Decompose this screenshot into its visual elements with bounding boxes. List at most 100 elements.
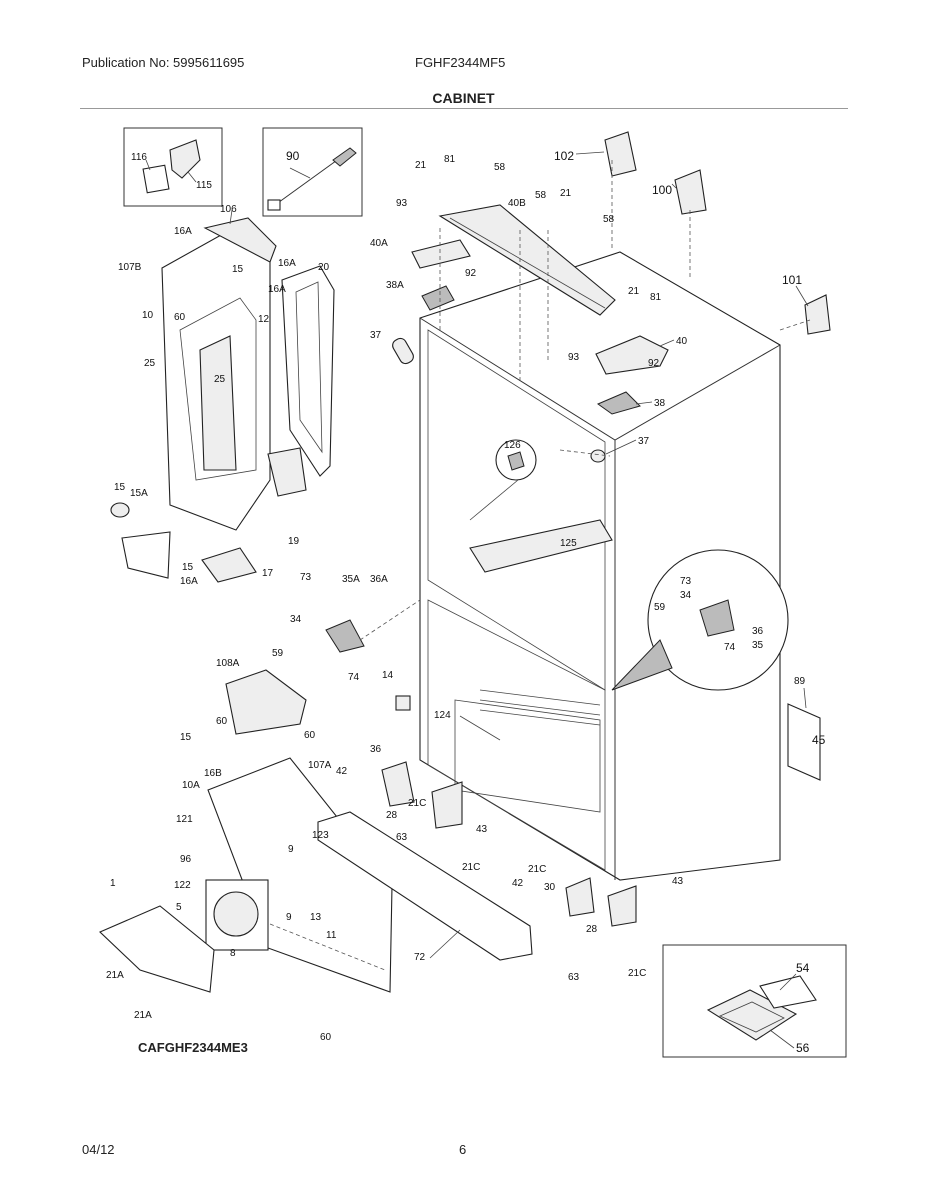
callout-107A: 107A <box>308 760 332 771</box>
part-15-lamp-bracket <box>121 531 171 579</box>
callout-16A-3: 16A <box>268 284 286 295</box>
callout-21C-1: 21C <box>408 798 426 809</box>
callout-40A: 40A <box>370 238 388 249</box>
callout-60-2: 60 <box>216 716 228 727</box>
callout-58-3: 58 <box>603 214 615 225</box>
callout-58-2: 58 <box>535 190 547 201</box>
part-36-hinge-left <box>381 761 415 807</box>
callout-115: 115 <box>196 180 212 191</box>
header-divider <box>80 108 848 109</box>
callout-40B: 40B <box>508 198 526 209</box>
callout-122: 122 <box>174 880 191 891</box>
page-number: 6 <box>459 1142 467 1157</box>
callout-60-3: 60 <box>304 730 316 741</box>
part-106 <box>203 217 277 263</box>
diagram-code: CAFGHF2344ME3 <box>138 1040 248 1055</box>
part-108A <box>225 669 307 735</box>
callout-20: 20 <box>318 262 330 273</box>
callout-11: 11 <box>326 930 337 941</box>
callout-25-2: 25 <box>214 374 226 385</box>
callout-36-1: 36 <box>370 744 382 755</box>
callout-9-2: 9 <box>286 912 292 923</box>
callout-35: 35 <box>752 640 764 651</box>
callout-34-2: 34 <box>680 590 692 601</box>
callout-37-2: 37 <box>638 436 650 447</box>
callout-106: 106 <box>220 204 237 215</box>
callout-34-1: 34 <box>290 614 302 625</box>
part-89-panel <box>787 703 821 781</box>
callout-28-1: 28 <box>386 810 398 821</box>
callout-21C-2: 21C <box>462 862 480 873</box>
callout-43-2: 43 <box>672 876 684 887</box>
callout-74-2: 74 <box>724 642 736 653</box>
callout-54: 54 <box>796 961 810 975</box>
inset-box-90 <box>262 127 363 217</box>
callout-9-1: 9 <box>288 844 294 855</box>
callout-60-4: 60 <box>320 1032 332 1043</box>
section-title: CABINET <box>432 90 495 106</box>
callout-93-1: 93 <box>396 198 408 209</box>
callout-92-2: 92 <box>648 358 660 369</box>
part-102 <box>604 131 637 177</box>
callout-126: 126 <box>504 440 521 451</box>
leader-lines <box>145 151 809 1049</box>
part-101 <box>804 294 831 335</box>
part-20-gasket <box>281 265 335 477</box>
part-43-hinge-right <box>607 885 637 927</box>
callout-12: 12 <box>258 314 270 325</box>
callout-60-1: 60 <box>174 312 186 323</box>
callout-15-3: 15 <box>182 562 194 573</box>
part-40 <box>595 335 669 375</box>
part-30-hinge-right <box>565 877 595 917</box>
callout-116: 116 <box>131 152 147 163</box>
model-number: FGHF2344MF5 <box>415 55 506 70</box>
callout-73-2: 73 <box>680 576 692 587</box>
part-15-bulb <box>110 502 130 518</box>
callout-45: 45 <box>812 733 826 747</box>
part-10A-housing <box>207 757 393 993</box>
callout-21A-1: 21A <box>106 970 124 981</box>
callout-63-1: 63 <box>396 832 408 843</box>
part-43-hinge-left <box>431 781 463 829</box>
callout-35A: 35A <box>342 574 360 585</box>
callout-42-2: 42 <box>512 878 524 889</box>
part-40A <box>411 239 471 269</box>
callout-107B: 107B <box>118 262 142 273</box>
callout-125: 125 <box>560 538 577 549</box>
publication-number: Publication No: 5995611695 <box>82 55 245 70</box>
inset-box-116-115 <box>123 127 223 207</box>
part-72-trim <box>317 811 533 961</box>
callout-5: 5 <box>176 902 182 913</box>
callout-72: 72 <box>414 952 426 963</box>
callout-10A: 10A <box>182 780 200 791</box>
footer-date: 04/12 <box>82 1142 115 1157</box>
callout-30: 30 <box>544 882 556 893</box>
inset-box-54-56 <box>662 944 847 1058</box>
callout-16A-1: 16A <box>174 226 192 237</box>
part-10-ice-chute <box>161 229 271 531</box>
part-14 <box>395 695 411 711</box>
callout-labels: 116 115 90 106 16A 16A 107B 15 16A 20 10… <box>106 149 826 1055</box>
callout-15-4: 15 <box>180 732 192 743</box>
part-17 <box>201 547 257 583</box>
callout-73-1: 73 <box>300 572 312 583</box>
part-126 <box>495 439 537 481</box>
callout-15A: 15A <box>130 488 148 499</box>
callout-36-2: 36 <box>752 626 764 637</box>
callout-63-2: 63 <box>568 972 580 983</box>
cabinet-shell <box>419 251 781 881</box>
callout-15-2: 15 <box>114 482 126 493</box>
part-37-right <box>590 449 606 463</box>
callout-21-2: 21 <box>560 188 572 199</box>
callout-21C-3: 21C <box>528 864 546 875</box>
callout-25-1: 25 <box>144 358 156 369</box>
part-100 <box>674 169 707 215</box>
part-19 <box>267 447 307 497</box>
callout-43-1: 43 <box>476 824 488 835</box>
callout-100: 100 <box>652 183 672 197</box>
callout-59-2: 59 <box>654 602 666 613</box>
part-35A-hinge <box>325 619 365 653</box>
part-96-fan <box>205 879 269 951</box>
callout-40: 40 <box>676 336 688 347</box>
